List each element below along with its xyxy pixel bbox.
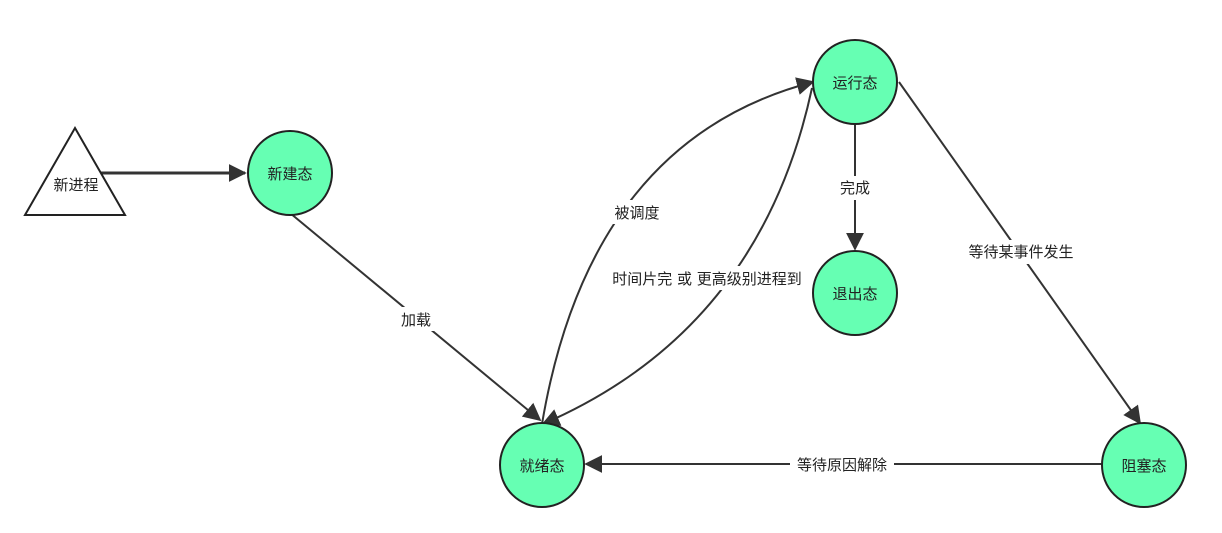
- node-blocked: 阻塞态: [1101, 422, 1187, 508]
- edge-ready-to-running: [541, 77, 815, 425]
- edge-text-ready-to-running: 被调度: [614, 204, 659, 222]
- node-new-label: 新建态: [267, 165, 312, 183]
- node-start-label: 新进程: [53, 176, 98, 194]
- node-new-circle: [247, 130, 333, 216]
- edge-text-blocked-to-ready: 等待原因解除: [797, 456, 887, 474]
- node-new: 新建态: [247, 130, 333, 216]
- node-ready-circle: [499, 422, 585, 508]
- edge-label-ready-to-running: 被调度: [610, 200, 664, 224]
- node-running-label: 运行态: [832, 74, 877, 92]
- node-exit-label: 退出态: [832, 285, 877, 303]
- edge-running-to-ready: [541, 87, 813, 426]
- node-ready: 就绪态: [499, 422, 585, 508]
- node-blocked-label: 阻塞态: [1121, 457, 1166, 475]
- node-running: 运行态: [812, 39, 898, 125]
- edge-text-new-to-ready: 加载: [401, 311, 431, 329]
- edge-text-running-to-blocked: 等待某事件发生: [968, 243, 1073, 261]
- edge-text-running-to-exit: 完成: [840, 179, 870, 197]
- node-running-circle: [812, 39, 898, 125]
- edge-label-running-to-blocked: 等待某事件发生: [962, 240, 1080, 264]
- edge-label-blocked-to-ready: 等待原因解除: [790, 454, 894, 476]
- edge-text-running-to-ready: 时间片完 或 更高级别进程到: [612, 270, 802, 288]
- edge-label-running-to-exit: 完成: [836, 176, 874, 200]
- triangle-shape: [23, 125, 127, 216]
- node-exit: 退出态: [812, 250, 898, 336]
- node-start: 新进程: [23, 125, 127, 216]
- node-ready-label: 就绪态: [519, 457, 564, 475]
- edge-label-new-to-ready: 加载: [396, 307, 436, 331]
- node-exit-circle: [812, 250, 898, 336]
- node-blocked-circle: [1101, 422, 1187, 508]
- edge-label-running-to-ready: 时间片完 或 更高级别进程到: [604, 266, 810, 290]
